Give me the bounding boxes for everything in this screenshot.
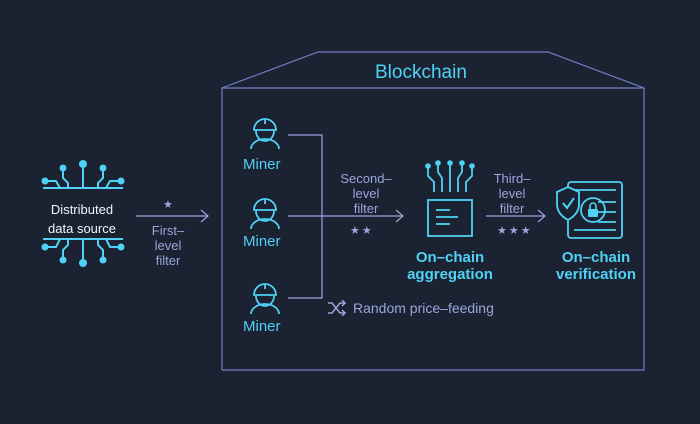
second-filter-line1: Second– — [340, 171, 392, 186]
arrowhead-third-level — [537, 209, 546, 223]
data-source-circuit-icon — [41, 160, 125, 267]
third-filter-line1: Third– — [493, 171, 531, 186]
miner-helmet-icon — [250, 118, 280, 150]
second-filter-stars: ★★ — [350, 225, 374, 237]
second-filter-label: Second– level filter — [334, 171, 398, 217]
second-filter-line3: filter — [353, 200, 379, 216]
miner-label: Miner — [243, 318, 281, 335]
miner-helmet-icon — [250, 283, 280, 315]
verification-line2: verification — [555, 266, 637, 284]
aggregation-label: On–chain aggregation — [398, 249, 502, 284]
third-filter-line3: filter — [499, 200, 525, 216]
third-filter-stars: ★★★ — [497, 225, 533, 237]
data-source-line1: Distributed — [50, 202, 114, 217]
arrowhead-second-level — [395, 209, 404, 223]
miner-label: Miner — [243, 233, 281, 250]
blockchain-title: Blockchain — [375, 62, 467, 83]
verification-label: On–chain verification — [548, 249, 644, 284]
third-filter-line2: level — [498, 185, 526, 201]
first-filter-line3: filter — [155, 252, 181, 268]
aggregation-node-icon — [425, 160, 475, 237]
second-filter-line2: level — [352, 185, 380, 201]
first-filter-line1: First– — [151, 223, 185, 238]
shuffle-icon — [328, 300, 347, 316]
aggregation-line2: aggregation — [407, 266, 493, 284]
aggregation-line1: On–chain — [415, 249, 485, 266]
verification-shield-icon — [556, 181, 623, 239]
miner-bracket — [288, 134, 323, 299]
first-filter-label: First– level filter — [148, 223, 188, 269]
arrowhead-first-level — [200, 209, 209, 223]
data-source-label: Distributed data source — [36, 202, 128, 237]
miner-label: Miner — [243, 156, 281, 173]
random-price-feeding-label: Random price–feeding — [353, 300, 494, 316]
data-source-line2: data source — [48, 220, 116, 236]
first-filter-line2: level — [154, 237, 182, 253]
verification-line1: On–chain — [561, 249, 631, 266]
first-filter-stars: ★ — [163, 199, 175, 211]
miner-helmet-icon — [250, 198, 280, 230]
third-filter-label: Third– level filter — [486, 171, 538, 217]
